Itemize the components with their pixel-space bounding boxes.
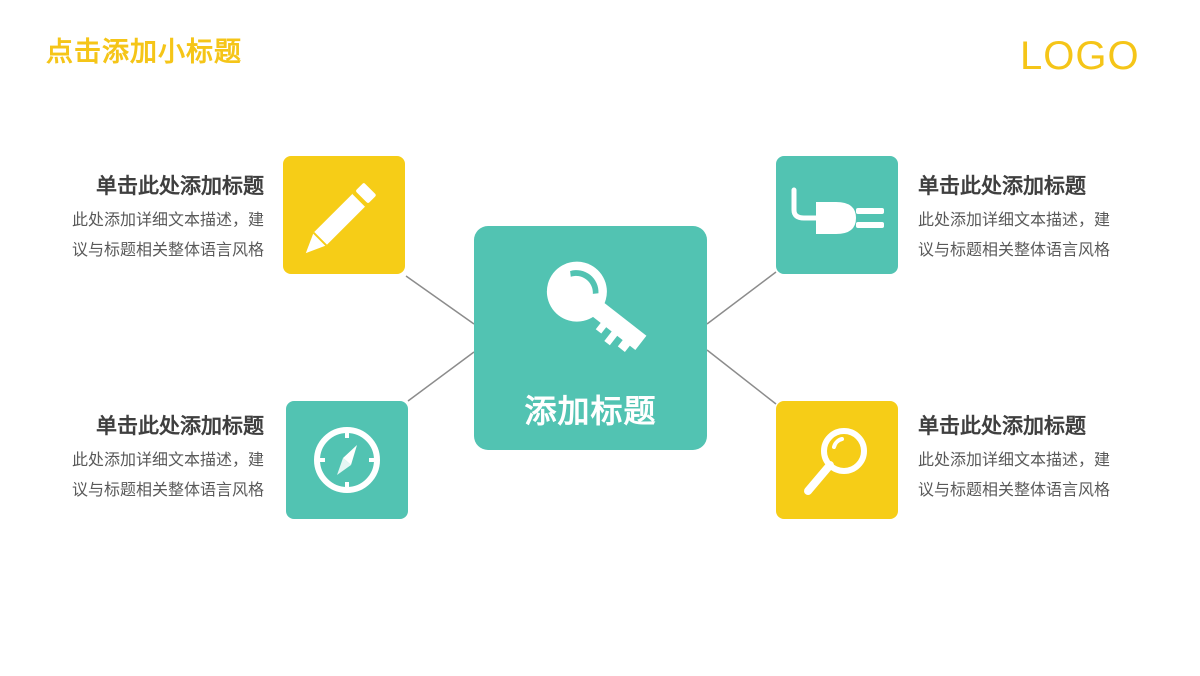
node-top-left: 单击此处添加标题 此处添加详细文本描述，建 议与标题相关整体语言风格 [24,171,264,265]
key-icon [546,261,647,352]
node-description-line: 议与标题相关整体语言风格 [71,240,264,259]
compass-tile [286,401,408,519]
compass-icon [314,427,380,493]
plug-icon [791,187,884,234]
node-title: 单击此处添加标题 [96,414,264,438]
node-bottom-right: 单击此处添加标题 此处添加详细文本描述，建 议与标题相关整体语言风格 [918,411,1158,505]
node-description-line: 议与标题相关整体语言风格 [918,480,1111,499]
node-title: 单击此处添加标题 [918,174,1086,198]
node-title: 单击此处添加标题 [918,414,1086,438]
node-description-line: 此处添加详细文本描述，建 [918,450,1111,469]
connector-top-left [405,275,475,325]
node-description: 此处添加详细文本描述，建 议与标题相关整体语言风格 [918,205,1158,265]
magnifier-tile [776,401,898,519]
pencil-tile [283,156,405,274]
center-title: 添加标题 [524,392,657,430]
magnifier-icon [804,428,867,495]
node-bottom-left: 单击此处添加标题 此处添加详细文本描述，建 议与标题相关整体语言风格 [24,411,264,505]
node-description: 此处添加详细文本描述，建 议与标题相关整体语言风格 [24,445,264,505]
node-description: 此处添加详细文本描述，建 议与标题相关整体语言风格 [24,205,264,265]
node-title: 单击此处添加标题 [96,174,264,198]
logo-placeholder: LOGO [1020,34,1140,78]
node-description-line: 此处添加详细文本描述，建 [918,210,1111,229]
node-description-line: 议与标题相关整体语言风格 [918,240,1111,259]
node-description: 此处添加详细文本描述，建 议与标题相关整体语言风格 [918,445,1158,505]
connector-bottom-right [706,349,777,405]
node-description-line: 此处添加详细文本描述，建 [71,210,264,229]
node-description-line: 此处添加详细文本描述，建 [71,450,264,469]
pencil-icon [305,183,376,254]
plug-tile [776,156,898,274]
connector-top-right [706,271,777,325]
center-tile: 添加标题 [474,226,707,450]
connector-bottom-left [407,351,475,402]
node-description-line: 议与标题相关整体语言风格 [71,480,264,499]
node-top-right: 单击此处添加标题 此处添加详细文本描述，建 议与标题相关整体语言风格 [918,171,1158,265]
slide-subtitle: 点击添加小标题 [46,37,242,68]
